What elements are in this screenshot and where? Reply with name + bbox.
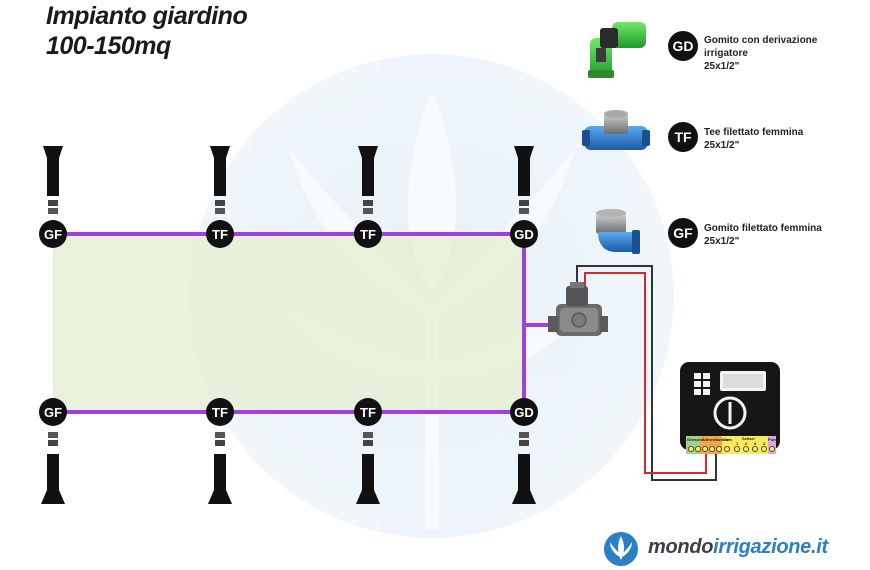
elbow-derivation-fitting-icon <box>588 22 646 78</box>
node-label: GF <box>44 405 62 420</box>
page-subtitle: 100-150mq <box>46 32 171 60</box>
sprinkler-top-1 <box>43 146 63 214</box>
node-label: TF <box>212 227 228 242</box>
legend-code: TF <box>674 129 692 145</box>
legend-description: Tee filettato femmina <box>704 127 804 138</box>
node-label: TF <box>360 227 376 242</box>
solenoid-valve-icon <box>548 282 608 336</box>
node-label: GD <box>514 405 534 420</box>
node-label: TF <box>212 405 228 420</box>
legend-badge-gd: GD <box>668 31 698 61</box>
node-label: GF <box>44 227 62 242</box>
legend-badge-gf: GF <box>668 218 698 248</box>
node-label: TF <box>360 405 376 420</box>
controller-wires <box>576 265 717 481</box>
terminal-screws <box>688 445 776 452</box>
fitting-node-tf-bottom-1: TF <box>206 398 234 426</box>
controller-dial <box>713 396 747 430</box>
sprinkler-bottom-4 <box>512 432 536 504</box>
irrigation-controller: Sensore Alimentazione Com Settori 1 2 3 … <box>680 362 780 454</box>
node-label: GD <box>514 227 534 242</box>
zones-label: Settori <box>742 436 755 441</box>
fitting-node-tf-top-1: TF <box>206 220 234 248</box>
sprinkler-top-2 <box>210 146 230 214</box>
legend-size: 25x1/2" <box>704 61 740 72</box>
legend-description: Gomito filettato femmina <box>704 223 822 234</box>
fitting-node-gf-bottom: GF <box>39 398 67 426</box>
fitting-node-gf-top: GF <box>39 220 67 248</box>
terminal-label: 4 <box>763 441 766 446</box>
legend-description: Gomito con derivazione irrigatore <box>704 35 818 59</box>
fitting-node-gd-bottom: GD <box>510 398 538 426</box>
sprinkler-top-4 <box>514 146 534 214</box>
legend-item-gf: Gomito filettato femmina 25x1/2" <box>704 222 864 248</box>
brand-name: mondoirrigazione.it <box>648 536 828 559</box>
sprinkler-top-3 <box>358 146 378 214</box>
fitting-node-gd-top: GD <box>510 220 538 248</box>
terminal-labels: Sensore Alimentazione Com Settori 1 2 3 … <box>687 436 780 446</box>
brand-name-part1: mondo <box>648 536 714 558</box>
sprinkler-bottom-2 <box>208 432 232 504</box>
legend-badge-tf: TF <box>668 122 698 152</box>
page-title: Impianto giardino <box>46 2 248 30</box>
wire-red <box>584 272 707 474</box>
terminal-label: Sensore <box>687 437 704 442</box>
legend-size: 25x1/2" <box>704 236 740 247</box>
terminal-label: Com <box>723 437 732 442</box>
tee-fitting-icon <box>582 110 650 150</box>
terminal-label: 2 <box>745 441 748 446</box>
legend-size: 25x1/2" <box>704 140 740 151</box>
terminal-label: 3 <box>754 441 757 446</box>
brand-logo-icon <box>604 532 638 566</box>
elbow-fitting-icon <box>596 209 640 254</box>
legend-item-gd: Gomito con derivazione irrigatore 25x1/2… <box>704 34 864 73</box>
legend-code: GD <box>673 38 694 54</box>
fitting-node-tf-top-2: TF <box>354 220 382 248</box>
fitting-node-tf-bottom-2: TF <box>354 398 382 426</box>
sprinkler-bottom-3 <box>356 432 380 504</box>
controller-keypad <box>694 373 710 395</box>
legend-code: GF <box>673 225 693 241</box>
terminal-label: Pump <box>768 437 780 442</box>
lawn-area <box>53 234 524 412</box>
wire-black <box>576 265 717 481</box>
sprinkler-bottom-1 <box>41 432 65 504</box>
brand-name-part2: irrigazione.it <box>713 536 828 558</box>
legend-item-tf: Tee filettato femmina 25x1/2" <box>704 126 864 152</box>
terminal-label: Alimentazione <box>702 437 730 442</box>
terminal-label: 1 <box>736 441 739 446</box>
